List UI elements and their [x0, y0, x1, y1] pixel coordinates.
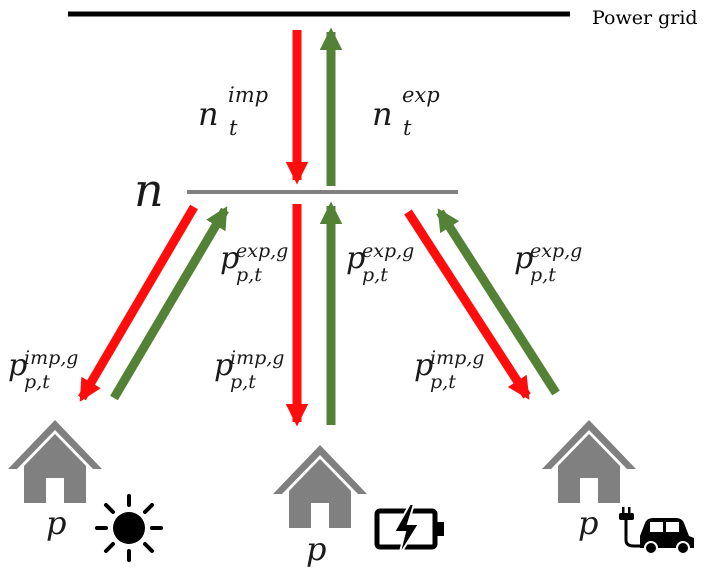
- electric-car-icon: [619, 507, 694, 555]
- svg-text:p: p: [214, 348, 233, 383]
- middle-house-icon: [273, 445, 367, 528]
- svg-text:imp,g: imp,g: [230, 347, 284, 369]
- svg-text:p: p: [8, 348, 27, 383]
- left-house-icon: [8, 420, 102, 503]
- svg-text:p: p: [414, 348, 433, 383]
- svg-text:p,t: p,t: [530, 264, 556, 286]
- left-prosumer-label: p: [46, 504, 66, 542]
- community-import-label: n imp t: [198, 83, 268, 140]
- right-prosumer-label: p: [578, 504, 598, 542]
- svg-text:p: p: [220, 241, 239, 276]
- svg-text:p: p: [514, 241, 533, 276]
- svg-text:exp,g: exp,g: [236, 240, 288, 262]
- right-prosumer-export-label: p exp,g p,t: [514, 240, 582, 286]
- community-export-label: n exp t: [372, 83, 440, 140]
- middle-prosumer-import-label: p imp,g p,t: [214, 347, 284, 393]
- svg-text:exp: exp: [402, 83, 440, 107]
- svg-text:exp,g: exp,g: [362, 240, 414, 262]
- battery-charging-icon: [374, 503, 444, 557]
- svg-text:imp: imp: [228, 83, 268, 107]
- svg-text:p,t: p,t: [236, 264, 262, 286]
- left-prosumer-import-label: p imp,g p,t: [8, 347, 78, 393]
- middle-prosumer-label: p: [306, 530, 326, 568]
- right-prosumer-import-label: p imp,g p,t: [414, 347, 484, 393]
- community-node-label: n: [134, 163, 164, 217]
- left-prosumer-import-arrow: [78, 204, 198, 402]
- sun-icon: [95, 494, 163, 562]
- middle-prosumer-export-label: p exp,g p,t: [346, 240, 414, 286]
- right-prosumer-export-arrow: [436, 208, 560, 396]
- left-prosumer-export-label: p exp,g p,t: [220, 240, 288, 286]
- left-prosumer-export-arrow: [110, 206, 229, 401]
- right-house-icon: [542, 420, 636, 503]
- svg-text:p,t: p,t: [430, 371, 456, 393]
- svg-text:exp,g: exp,g: [530, 240, 582, 262]
- svg-text:imp,g: imp,g: [24, 347, 78, 369]
- svg-text:p,t: p,t: [24, 371, 50, 393]
- svg-text:t: t: [229, 116, 238, 140]
- svg-text:n: n: [198, 95, 219, 133]
- svg-text:p: p: [346, 241, 365, 276]
- svg-text:t: t: [403, 116, 412, 140]
- svg-text:n: n: [372, 95, 393, 133]
- svg-text:imp,g: imp,g: [430, 347, 484, 369]
- right-prosumer-import-arrow: [404, 209, 531, 400]
- svg-text:p,t: p,t: [362, 264, 388, 286]
- svg-text:p,t: p,t: [230, 371, 256, 393]
- power-grid-label: Power grid: [592, 7, 698, 29]
